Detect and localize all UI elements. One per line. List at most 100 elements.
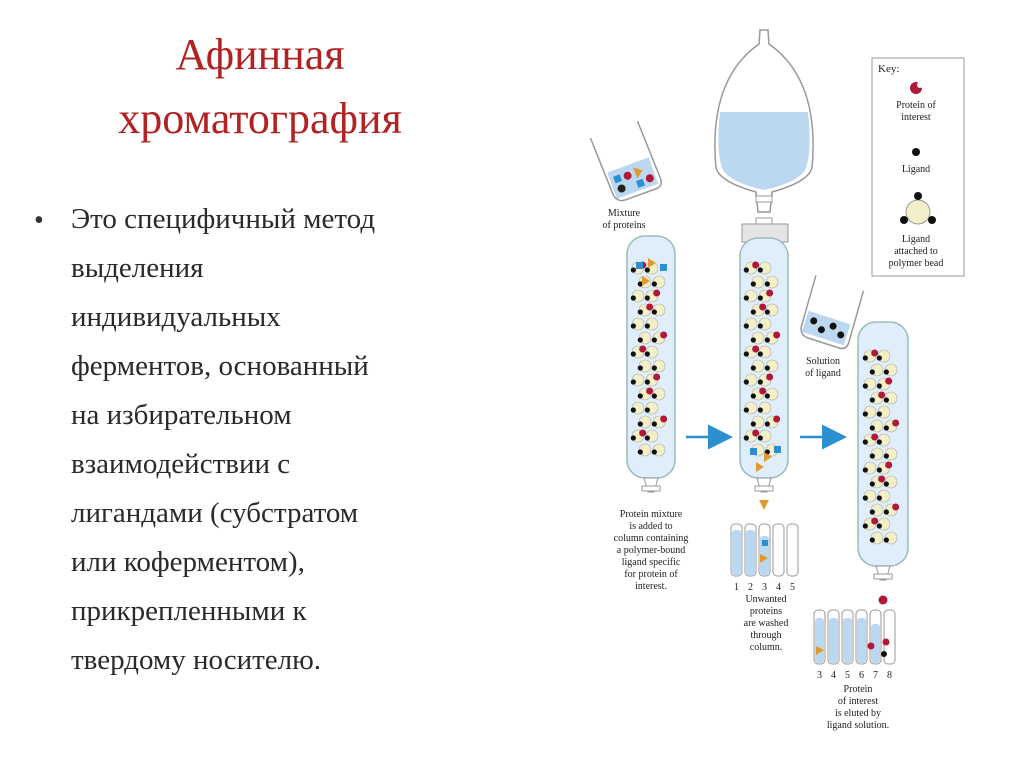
ligand-dot [757, 435, 763, 441]
legend-ligand-label: Ligand [902, 164, 930, 175]
tube-number: 2 [748, 582, 753, 593]
legend-bead-label-2: attached to [894, 246, 938, 257]
column-beads [862, 349, 900, 545]
ligand-dot [869, 537, 875, 543]
bullet-line: лигандами (субстратом [71, 497, 359, 529]
ligand-dot [764, 281, 770, 287]
ligand-dot [869, 509, 875, 515]
step1-caption-3: column containing [614, 533, 689, 544]
fraction-tubes-2 [813, 609, 896, 665]
ligand-dot [869, 397, 875, 403]
ligand-dot [810, 317, 818, 325]
protein-of-interest [766, 373, 774, 381]
funnel-stopcock [755, 195, 773, 203]
protein-triangle [633, 167, 643, 179]
protein-triangle [764, 452, 772, 462]
ligand-dot [651, 393, 657, 399]
ligand-dot [837, 331, 845, 339]
step1-caption-4: a polymer-bound [617, 545, 685, 556]
ligand-dot [630, 267, 636, 273]
tube-number: 3 [817, 670, 822, 681]
eluting-protein [878, 595, 888, 605]
ligand-dot [743, 379, 749, 385]
bead-ligand-icon [928, 216, 936, 224]
slide-title-line-2: хроматография [118, 94, 402, 143]
ligand-dot [817, 326, 825, 334]
ligand-dot [757, 379, 763, 385]
ligand-dot [644, 407, 650, 413]
protein-square [750, 448, 757, 455]
ligand-dot [764, 309, 770, 315]
ligand-dot [651, 365, 657, 371]
ligand-dot [869, 369, 875, 375]
ligand-dot [876, 411, 882, 417]
ligand-dot [637, 309, 643, 315]
ligand-dot [881, 651, 887, 657]
ligand-icon [912, 148, 920, 156]
ligand-dot [750, 421, 756, 427]
ligand-dot [630, 379, 636, 385]
ligand-dot [637, 393, 643, 399]
ligand-dot [630, 351, 636, 357]
protein-of-interest [752, 429, 760, 437]
legend-protein-label-1: Protein of [896, 100, 936, 111]
legend-protein-label-2: interest [901, 112, 931, 123]
step2-caption-4: through [750, 630, 781, 641]
eluting-protein [759, 500, 769, 510]
stopcock [641, 485, 661, 492]
bullet-line: прикрепленными к [71, 595, 307, 627]
ligand-dot [883, 481, 889, 487]
bullet-line: выделения [71, 252, 204, 284]
ligand-dot [750, 309, 756, 315]
ligand-dot [862, 467, 868, 473]
tube-number: 7 [873, 670, 878, 681]
ligand-dot [630, 407, 636, 413]
ligand-dot [876, 467, 882, 473]
ligand-dot [757, 295, 763, 301]
step2-caption-2: proteins [750, 606, 782, 617]
tube-liquid [829, 618, 838, 663]
ligand-dot [651, 281, 657, 287]
ligand-dot [743, 407, 749, 413]
collection-tube [772, 523, 785, 577]
ligand-dot [637, 421, 643, 427]
ligand-dot [743, 267, 749, 273]
bead-ligand-icon [900, 216, 908, 224]
ligand-dot [862, 383, 868, 389]
solution-label-1: Solution [806, 356, 840, 367]
ligand-dot [883, 509, 889, 515]
protein-of-interest [885, 461, 893, 469]
protein-of-interest [885, 377, 893, 385]
protein-triangle [816, 646, 824, 655]
ligand-dot [637, 281, 643, 287]
step2-caption-3: are washed [744, 618, 789, 629]
protein-of-interest [766, 289, 774, 297]
protein-of-interest [871, 517, 879, 525]
ligand-dot [743, 351, 749, 357]
protein-of-interest [871, 349, 879, 357]
step1-caption-1: Protein mixture [620, 509, 683, 520]
fraction-tubes-1 [730, 523, 799, 577]
column-beads [743, 261, 781, 472]
bullet-line: Это специфичный метод [71, 203, 376, 235]
ligand-dot [644, 295, 650, 301]
ligand-dot [651, 421, 657, 427]
ligand-dot [883, 453, 889, 459]
ligand-dot [757, 323, 763, 329]
ligand-dot [757, 351, 763, 357]
legend-title: Key: [878, 63, 899, 75]
protein-of-interest [660, 331, 668, 339]
ligand-dot [637, 365, 643, 371]
ligand-dot [869, 425, 875, 431]
column-beads [630, 258, 668, 457]
bullet-marker: • [34, 205, 44, 236]
bullet-line: ферментов, основанный [71, 350, 369, 382]
protein-of-interest [759, 303, 767, 311]
step3-caption-4: ligand solution. [827, 720, 889, 731]
ligand-dot [630, 323, 636, 329]
step1-caption-7: interest. [635, 581, 667, 592]
legend-bead-label-3: polymer bead [889, 258, 944, 269]
stopcock [754, 485, 774, 492]
